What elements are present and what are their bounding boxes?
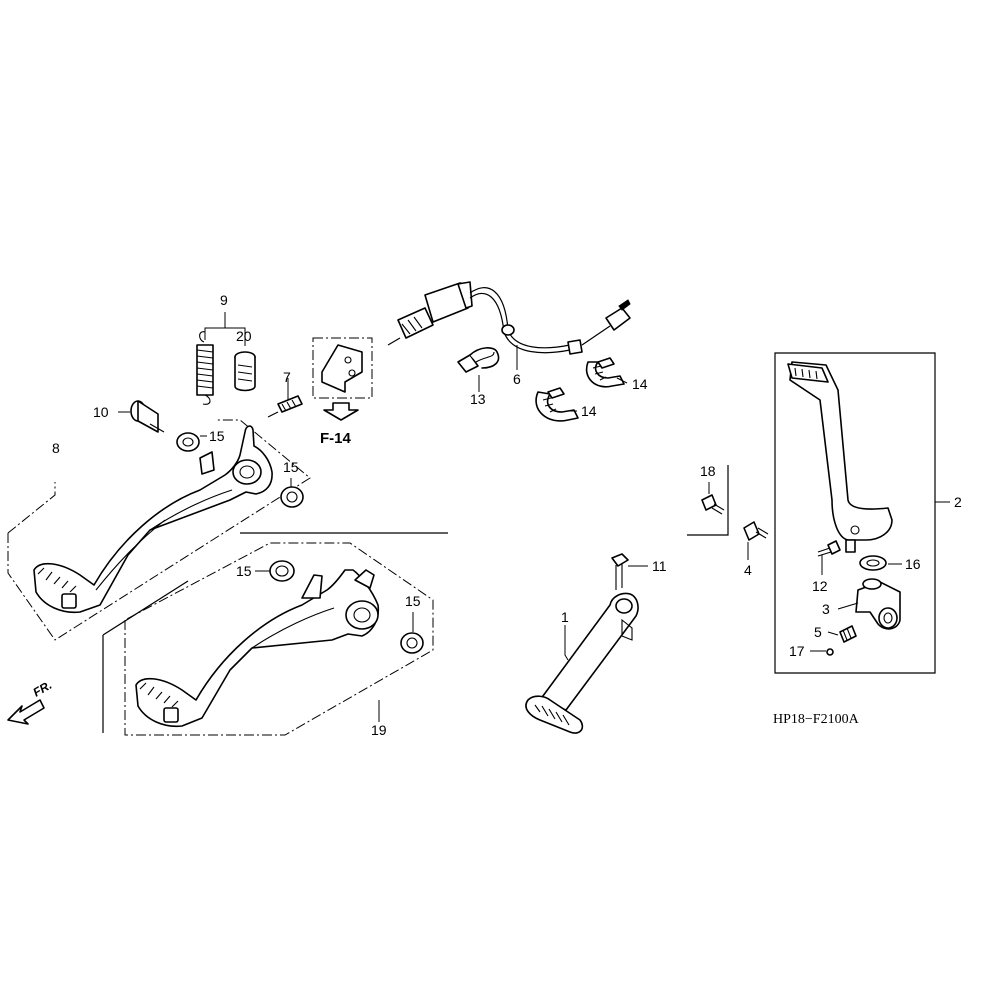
drawing-code: HP18−F2100A	[773, 712, 860, 727]
callout-2: 2	[954, 494, 962, 510]
cable-clip-part-14-b	[535, 387, 579, 422]
leader-lines	[118, 345, 950, 722]
bolt-part-4	[743, 521, 769, 541]
callout-5: 5	[814, 624, 822, 640]
brake-pedal-part-19	[135, 569, 380, 728]
group-box-brake-pedal-alt	[102, 532, 448, 736]
brake-pedal-part-8	[33, 425, 273, 614]
callout-13: 13	[470, 391, 486, 407]
callout-12: 12	[812, 578, 828, 594]
cable-clip-part-14-a	[585, 357, 625, 388]
callout-15-d: 15	[405, 593, 421, 609]
front-direction-arrow	[7, 699, 45, 725]
ball-part-17	[826, 648, 834, 656]
callout-18: 18	[700, 463, 716, 479]
pivot-bolt-part-10	[130, 400, 165, 433]
bracket-leader-9-20	[204, 312, 246, 346]
group-box-brake-pedal	[7, 419, 311, 641]
seal-part-15-d	[400, 632, 424, 654]
callout-4: 4	[744, 562, 752, 578]
switch-bracket	[321, 344, 363, 393]
seal-part-15-b	[280, 486, 304, 508]
kickstarter-arm-part-2	[787, 361, 893, 553]
seal-part-15-a	[176, 432, 200, 452]
group-box-kickstarter	[774, 352, 936, 674]
group-box-bolt-18	[687, 465, 729, 536]
bolt-part-11	[611, 553, 629, 590]
callout-3: 3	[822, 601, 830, 617]
group-box-bracket-f14	[312, 337, 373, 399]
callout-1: 1	[561, 609, 569, 625]
callout-6: 6	[513, 371, 521, 387]
callout-14-b: 14	[581, 403, 597, 419]
small-spring-part-5	[839, 625, 857, 643]
callout-19: 19	[371, 722, 387, 738]
front-direction-label: FR.	[31, 678, 55, 700]
callout-15-a: 15	[209, 428, 225, 444]
callout-17: 17	[789, 643, 805, 659]
return-spring-part-9	[196, 331, 214, 405]
washer-part-16	[859, 555, 887, 571]
callout-labels: 1 2 3 4 5 6 7 8 9 10 11 12 13 14 14 15 1…	[31, 292, 963, 738]
callout-15-c: 15	[236, 563, 252, 579]
brake-switch-part-6	[387, 281, 631, 355]
bolt-part-18	[701, 494, 725, 515]
callout-11: 11	[652, 558, 667, 574]
kickstarter-boss-part-3	[855, 578, 901, 630]
bolt-part-12	[817, 540, 841, 557]
cable-clamp-part-13	[457, 347, 500, 373]
callout-9: 9	[220, 292, 228, 308]
reference-label-f14: F-14	[320, 430, 352, 447]
callout-20: 20	[236, 328, 252, 344]
callout-7: 7	[283, 369, 291, 385]
seal-part-15-c	[269, 560, 295, 582]
collar-part-20	[234, 351, 256, 392]
callout-14-a: 14	[632, 376, 648, 392]
small-spring-part-7	[267, 395, 303, 418]
gearshift-pedal-part-1	[525, 592, 639, 734]
callout-8: 8	[52, 440, 60, 456]
callout-15-b: 15	[283, 459, 299, 475]
callout-16: 16	[905, 556, 921, 572]
callout-10: 10	[93, 404, 109, 420]
reference-arrow-f14	[323, 402, 359, 421]
